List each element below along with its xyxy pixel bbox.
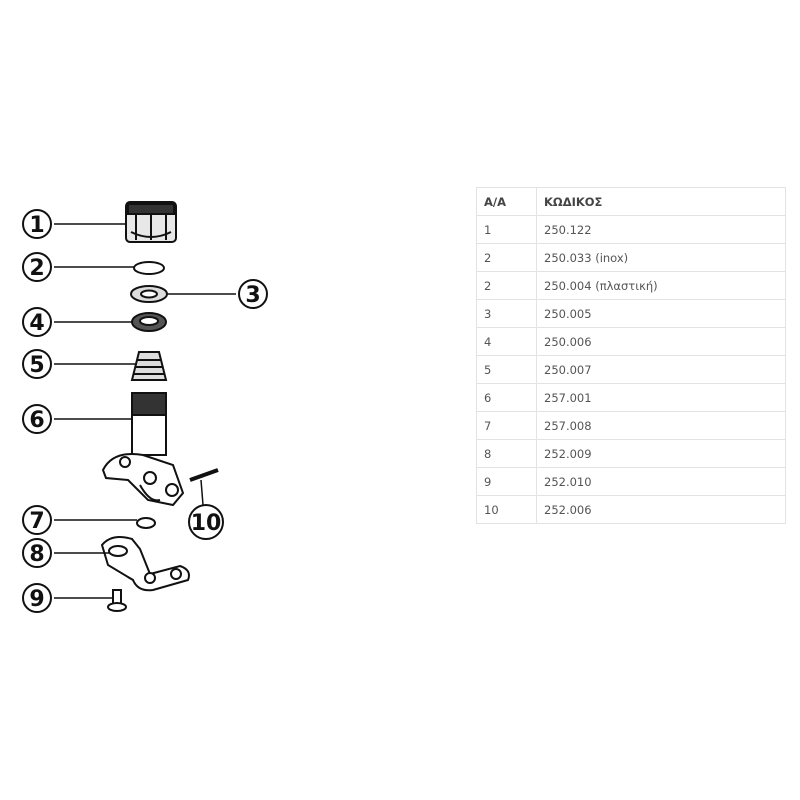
part-8-clamp bbox=[100, 536, 190, 592]
cell-aa: 10 bbox=[476, 495, 537, 524]
callout-2: 2 bbox=[22, 252, 52, 282]
svg-text:6: 6 bbox=[29, 408, 44, 433]
part-4-seal-ring bbox=[131, 312, 167, 332]
svg-text:9: 9 bbox=[29, 587, 44, 612]
callout-3: 3 bbox=[238, 279, 268, 309]
part-6-body bbox=[101, 392, 185, 507]
callout-7: 7 bbox=[22, 505, 52, 535]
callout-1: 1 bbox=[22, 209, 52, 239]
cell-code: 250.005 bbox=[536, 299, 786, 328]
cell-aa: 2 bbox=[476, 243, 537, 272]
cell-aa: 5 bbox=[476, 355, 537, 384]
leader-lines bbox=[54, 223, 236, 599]
cell-code: 257.001 bbox=[536, 383, 786, 412]
cell-aa: 7 bbox=[476, 411, 537, 440]
part-9-screw bbox=[107, 589, 127, 612]
cell-aa: 8 bbox=[476, 439, 537, 468]
part-2-washer bbox=[133, 261, 165, 275]
part-3-ring bbox=[130, 285, 168, 303]
svg-text:10: 10 bbox=[191, 511, 222, 536]
header-code: ΚΩΔΙΚΟΣ bbox=[536, 187, 786, 216]
cell-code: 257.008 bbox=[536, 411, 786, 440]
callout-9: 9 bbox=[22, 583, 52, 613]
header-aa: Α/Α bbox=[476, 187, 537, 216]
cell-code: 252.006 bbox=[536, 495, 786, 524]
callout-8: 8 bbox=[22, 538, 52, 568]
callout-6: 6 bbox=[22, 404, 52, 434]
cell-code: 250.006 bbox=[536, 327, 786, 356]
cell-code: 252.010 bbox=[536, 467, 786, 496]
cell-code: 250.007 bbox=[536, 355, 786, 384]
cell-code: 250.033 (inox) bbox=[536, 243, 786, 272]
part-1-nut-cap bbox=[125, 201, 177, 243]
part-5-cone bbox=[130, 351, 168, 381]
callout-10: 10 bbox=[188, 504, 224, 540]
cell-aa: 6 bbox=[476, 383, 537, 412]
svg-text:5: 5 bbox=[29, 353, 44, 378]
svg-text:4: 4 bbox=[29, 311, 44, 336]
callout-4: 4 bbox=[22, 307, 52, 337]
cell-aa: 9 bbox=[476, 467, 537, 496]
part-7-washer bbox=[136, 517, 156, 529]
svg-text:3: 3 bbox=[245, 283, 260, 308]
exploded-parts-diagram: 1 2 3 4 5 6 7 8 9 10 bbox=[22, 201, 268, 613]
cell-code: 252.009 bbox=[536, 439, 786, 468]
svg-text:2: 2 bbox=[29, 256, 44, 281]
part-10-pin bbox=[189, 468, 219, 482]
cell-aa: 2 bbox=[476, 271, 537, 300]
cell-aa: 4 bbox=[476, 327, 537, 356]
cell-code: 250.004 (πλαστική) bbox=[536, 271, 786, 300]
callout-5: 5 bbox=[22, 349, 52, 379]
cell-aa: 1 bbox=[476, 215, 537, 244]
cell-code: 250.122 bbox=[536, 215, 786, 244]
svg-text:8: 8 bbox=[29, 542, 44, 567]
svg-text:1: 1 bbox=[29, 213, 44, 238]
svg-text:7: 7 bbox=[29, 509, 44, 534]
table-header-row: Α/Α ΚΩΔΙΚΟΣ bbox=[476, 187, 786, 216]
cell-aa: 3 bbox=[476, 299, 537, 328]
